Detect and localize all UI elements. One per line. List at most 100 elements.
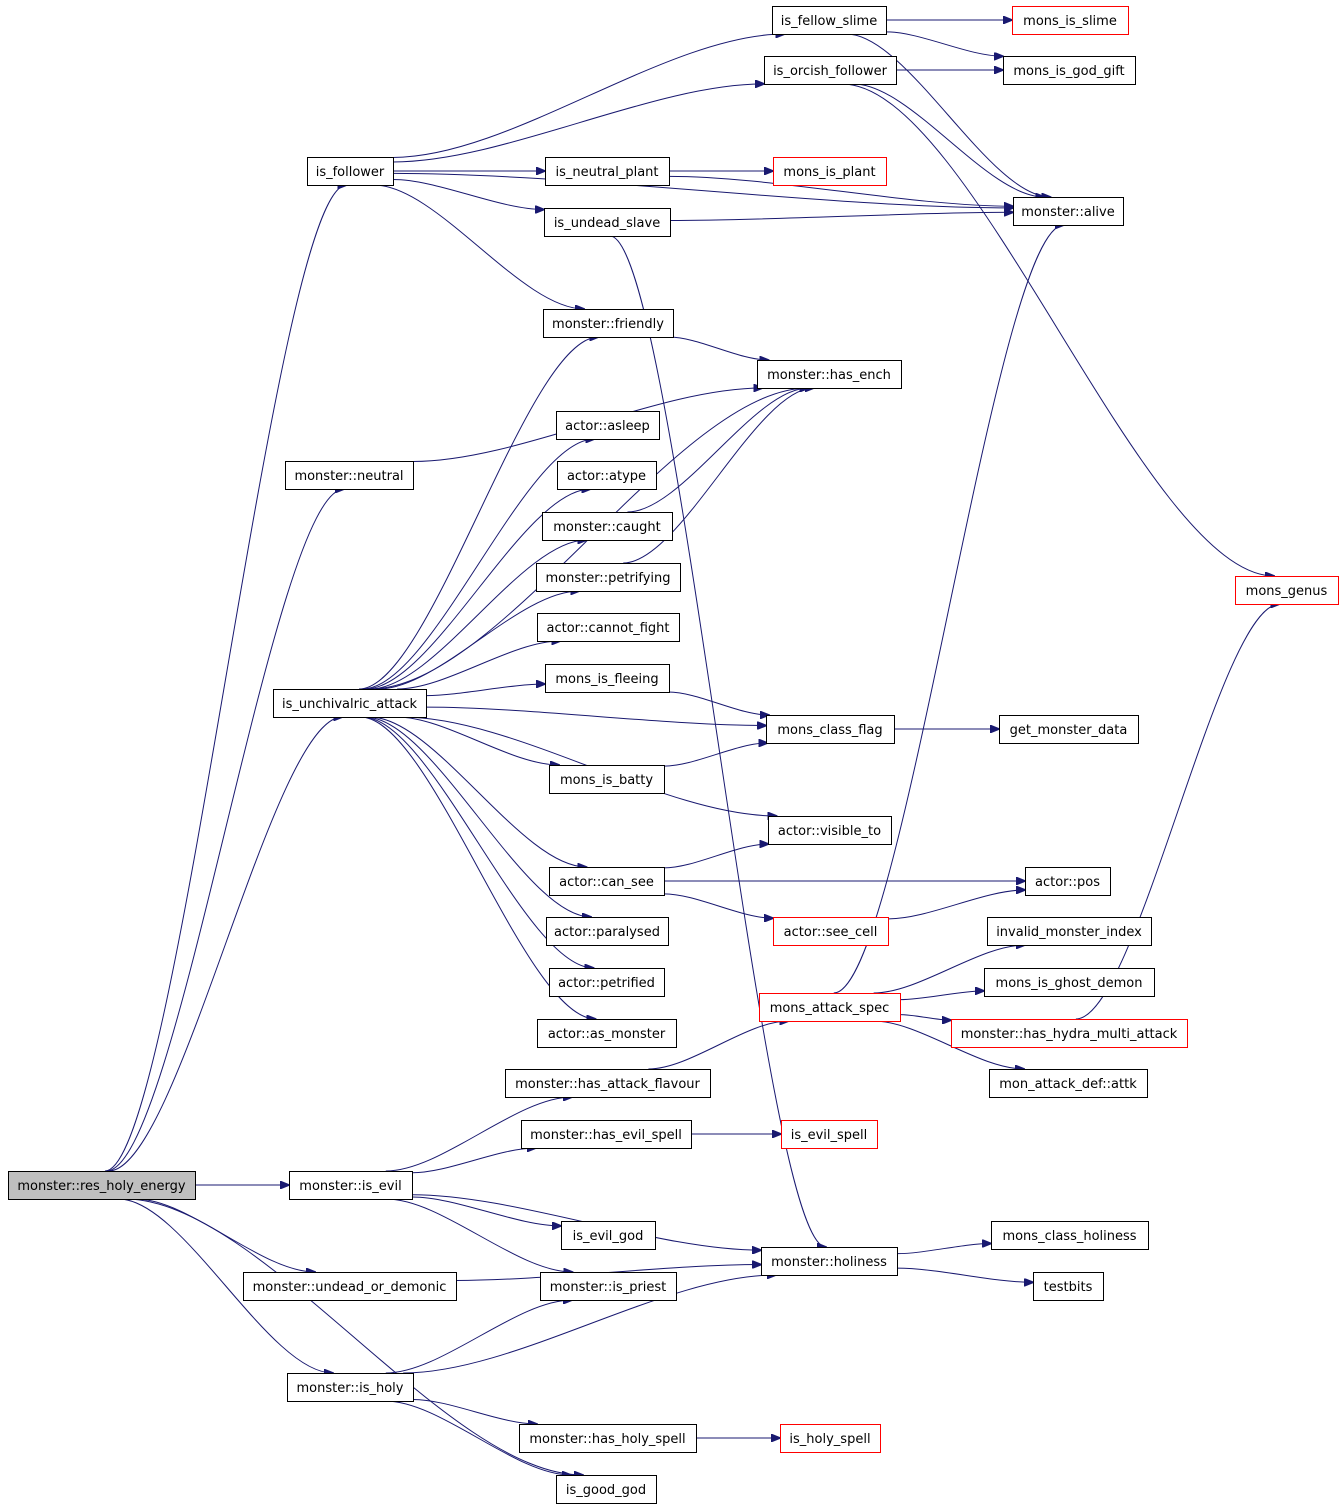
- node-label: monster::has_hydra_multi_attack: [961, 1027, 1178, 1042]
- node-label: monster::is_evil: [299, 1179, 401, 1194]
- node-friendly[interactable]: monster::friendly: [543, 309, 674, 338]
- edge-is-evil-to-is-evil-god: [411, 1196, 561, 1226]
- node-mons-genus[interactable]: mons_genus: [1235, 576, 1339, 605]
- edge-is-neutral-plant-to-alive: [668, 175, 1013, 206]
- node-is-good-god[interactable]: is_good_god: [556, 1475, 657, 1504]
- node-box: [521, 1120, 692, 1149]
- edge-unchivalric-to-friendly: [359, 337, 598, 690]
- node-cannot-fight[interactable]: actor::cannot_fight: [537, 613, 680, 642]
- node-atype[interactable]: actor::atype: [557, 461, 657, 490]
- edge-is-undead-slave-to-alive: [669, 212, 1013, 221]
- edge-root-to-is-good-god: [124, 1198, 583, 1475]
- node-caught[interactable]: monster::caught: [542, 512, 673, 541]
- node-label: actor::as_monster: [548, 1027, 666, 1042]
- node-mons-is-batty[interactable]: mons_is_batty: [549, 765, 665, 794]
- edge-is-evil-to-has-attack-flavour: [385, 1097, 572, 1172]
- edge-is-holy-to-has-holy-spell: [412, 1398, 537, 1424]
- node-petrified[interactable]: actor::petrified: [549, 968, 665, 997]
- node-mons-class-flag[interactable]: mons_class_flag: [766, 715, 895, 744]
- node-mons-is-slime[interactable]: mons_is_slime: [1012, 6, 1129, 35]
- node-label: mons_is_fleeing: [555, 672, 658, 687]
- edge-is-evil-to-is-priest: [386, 1198, 572, 1272]
- node-is-holy-spell[interactable]: is_holy_spell: [780, 1424, 881, 1453]
- node-undead-or-demonic[interactable]: monster::undead_or_demonic: [243, 1272, 457, 1301]
- node-mons-is-fleeing[interactable]: mons_is_fleeing: [545, 664, 670, 693]
- edge-holiness-to-testbits: [896, 1267, 1033, 1282]
- node-mons-is-god-gift[interactable]: mons_is_god_gift: [1003, 56, 1136, 85]
- node-is-undead-slave[interactable]: is_undead_slave: [544, 208, 671, 237]
- node-label: is_holy_spell: [789, 1432, 870, 1447]
- node-label: is_undead_slave: [554, 216, 660, 231]
- node-can-see[interactable]: actor::can_see: [549, 867, 665, 896]
- node-root[interactable]: monster::res_holy_energy: [8, 1171, 196, 1200]
- node-asleep[interactable]: actor::asleep: [556, 411, 660, 440]
- node-has-attack-flavour[interactable]: monster::has_attack_flavour: [505, 1069, 711, 1098]
- node-alive[interactable]: monster::alive: [1013, 197, 1124, 226]
- node-label: monster::has_ench: [767, 368, 891, 383]
- node-box: [546, 917, 669, 946]
- node-is-orcish-follower[interactable]: is_orcish_follower: [764, 56, 897, 85]
- node-box: [545, 664, 670, 693]
- node-label: monster::undead_or_demonic: [253, 1280, 447, 1295]
- node-box: [285, 461, 414, 490]
- edge-is-follower-to-is-orcish-follower: [392, 84, 764, 163]
- node-is-neutral-plant[interactable]: is_neutral_plant: [545, 157, 670, 186]
- node-box: [289, 1171, 413, 1200]
- node-label: mons_class_flag: [777, 723, 882, 738]
- node-label: monster::has_attack_flavour: [515, 1077, 700, 1092]
- node-box: [1025, 867, 1111, 896]
- node-box: [273, 689, 427, 718]
- node-get-monster-data[interactable]: get_monster_data: [999, 715, 1139, 744]
- node-label: mons_is_plant: [783, 165, 875, 180]
- edge-friendly-to-has-ench: [668, 336, 769, 360]
- node-is-evil[interactable]: monster::is_evil: [289, 1171, 413, 1200]
- node-is-holy[interactable]: monster::is_holy: [287, 1373, 414, 1402]
- node-is-evil-spell[interactable]: is_evil_spell: [781, 1120, 878, 1149]
- node-see-cell[interactable]: actor::see_cell: [773, 917, 889, 946]
- node-has-holy-spell[interactable]: monster::has_holy_spell: [519, 1424, 697, 1453]
- node-box: [537, 613, 680, 642]
- node-paralysed[interactable]: actor::paralysed: [546, 917, 669, 946]
- node-box: [543, 309, 674, 338]
- node-invalid-monster-index[interactable]: invalid_monster_index: [987, 917, 1152, 946]
- node-is-follower[interactable]: is_follower: [307, 157, 394, 186]
- node-pos[interactable]: actor::pos: [1025, 867, 1111, 896]
- node-testbits[interactable]: testbits: [1033, 1272, 1104, 1301]
- node-label: is_good_god: [566, 1483, 646, 1498]
- edge-mons-attack-spec-to-mons-is-ghost-demon: [899, 991, 984, 1001]
- node-visible-to[interactable]: actor::visible_to: [768, 816, 892, 845]
- node-label: is_evil_spell: [791, 1128, 868, 1143]
- node-box: [951, 1019, 1188, 1048]
- node-holiness[interactable]: monster::holiness: [761, 1247, 898, 1276]
- node-label: monster::res_holy_energy: [17, 1179, 186, 1194]
- node-is-priest[interactable]: monster::is_priest: [540, 1272, 677, 1301]
- node-has-ench[interactable]: monster::has_ench: [757, 360, 902, 389]
- node-mons-is-plant[interactable]: mons_is_plant: [773, 157, 887, 186]
- node-is-fellow-slime[interactable]: is_fellow_slime: [772, 6, 887, 35]
- node-has-hydra[interactable]: monster::has_hydra_multi_attack: [951, 1019, 1188, 1048]
- node-label: monster::caught: [553, 520, 661, 535]
- node-neutral[interactable]: monster::neutral: [285, 461, 414, 490]
- node-label: monster::is_holy: [297, 1381, 404, 1396]
- edge-unchivalric-to-caught: [369, 540, 587, 690]
- node-mons-is-ghost-demon[interactable]: mons_is_ghost_demon: [984, 968, 1155, 997]
- node-mons-attack-spec[interactable]: mons_attack_spec: [759, 993, 901, 1022]
- node-petrifying[interactable]: monster::petrifying: [536, 563, 681, 592]
- node-mons-class-holiness[interactable]: mons_class_holiness: [991, 1221, 1149, 1250]
- node-label: actor::pos: [1035, 875, 1100, 890]
- node-box: [773, 157, 887, 186]
- node-label: mons_is_god_gift: [1013, 64, 1124, 79]
- edge-is-follower-to-friendly: [373, 184, 584, 309]
- node-attk[interactable]: mon_attack_def::attk: [989, 1069, 1148, 1098]
- node-box: [557, 461, 657, 490]
- edge-root-to-is-holy: [118, 1198, 333, 1373]
- node-label: get_monster_data: [1010, 723, 1128, 738]
- node-is-evil-god[interactable]: is_evil_god: [561, 1221, 656, 1250]
- node-has-evil-spell[interactable]: monster::has_evil_spell: [521, 1120, 692, 1149]
- node-box: [781, 1120, 878, 1149]
- node-box: [768, 816, 892, 845]
- node-box: [1033, 1272, 1104, 1301]
- node-as-monster[interactable]: actor::as_monster: [537, 1019, 677, 1048]
- node-unchivalric[interactable]: is_unchivalric_attack: [273, 689, 427, 718]
